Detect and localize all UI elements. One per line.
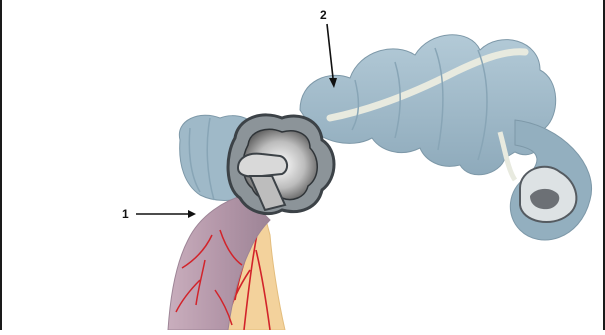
ileocecal-cross-section <box>228 115 334 214</box>
frame-border-left <box>0 0 2 330</box>
arrow-icon <box>327 24 333 78</box>
arrow-head-icon <box>188 210 196 218</box>
callout-label-2: 2 <box>320 8 327 22</box>
callout-label-1: 1 <box>122 207 129 221</box>
ascending-colon <box>300 35 556 175</box>
callout-1: 1 <box>122 207 196 221</box>
